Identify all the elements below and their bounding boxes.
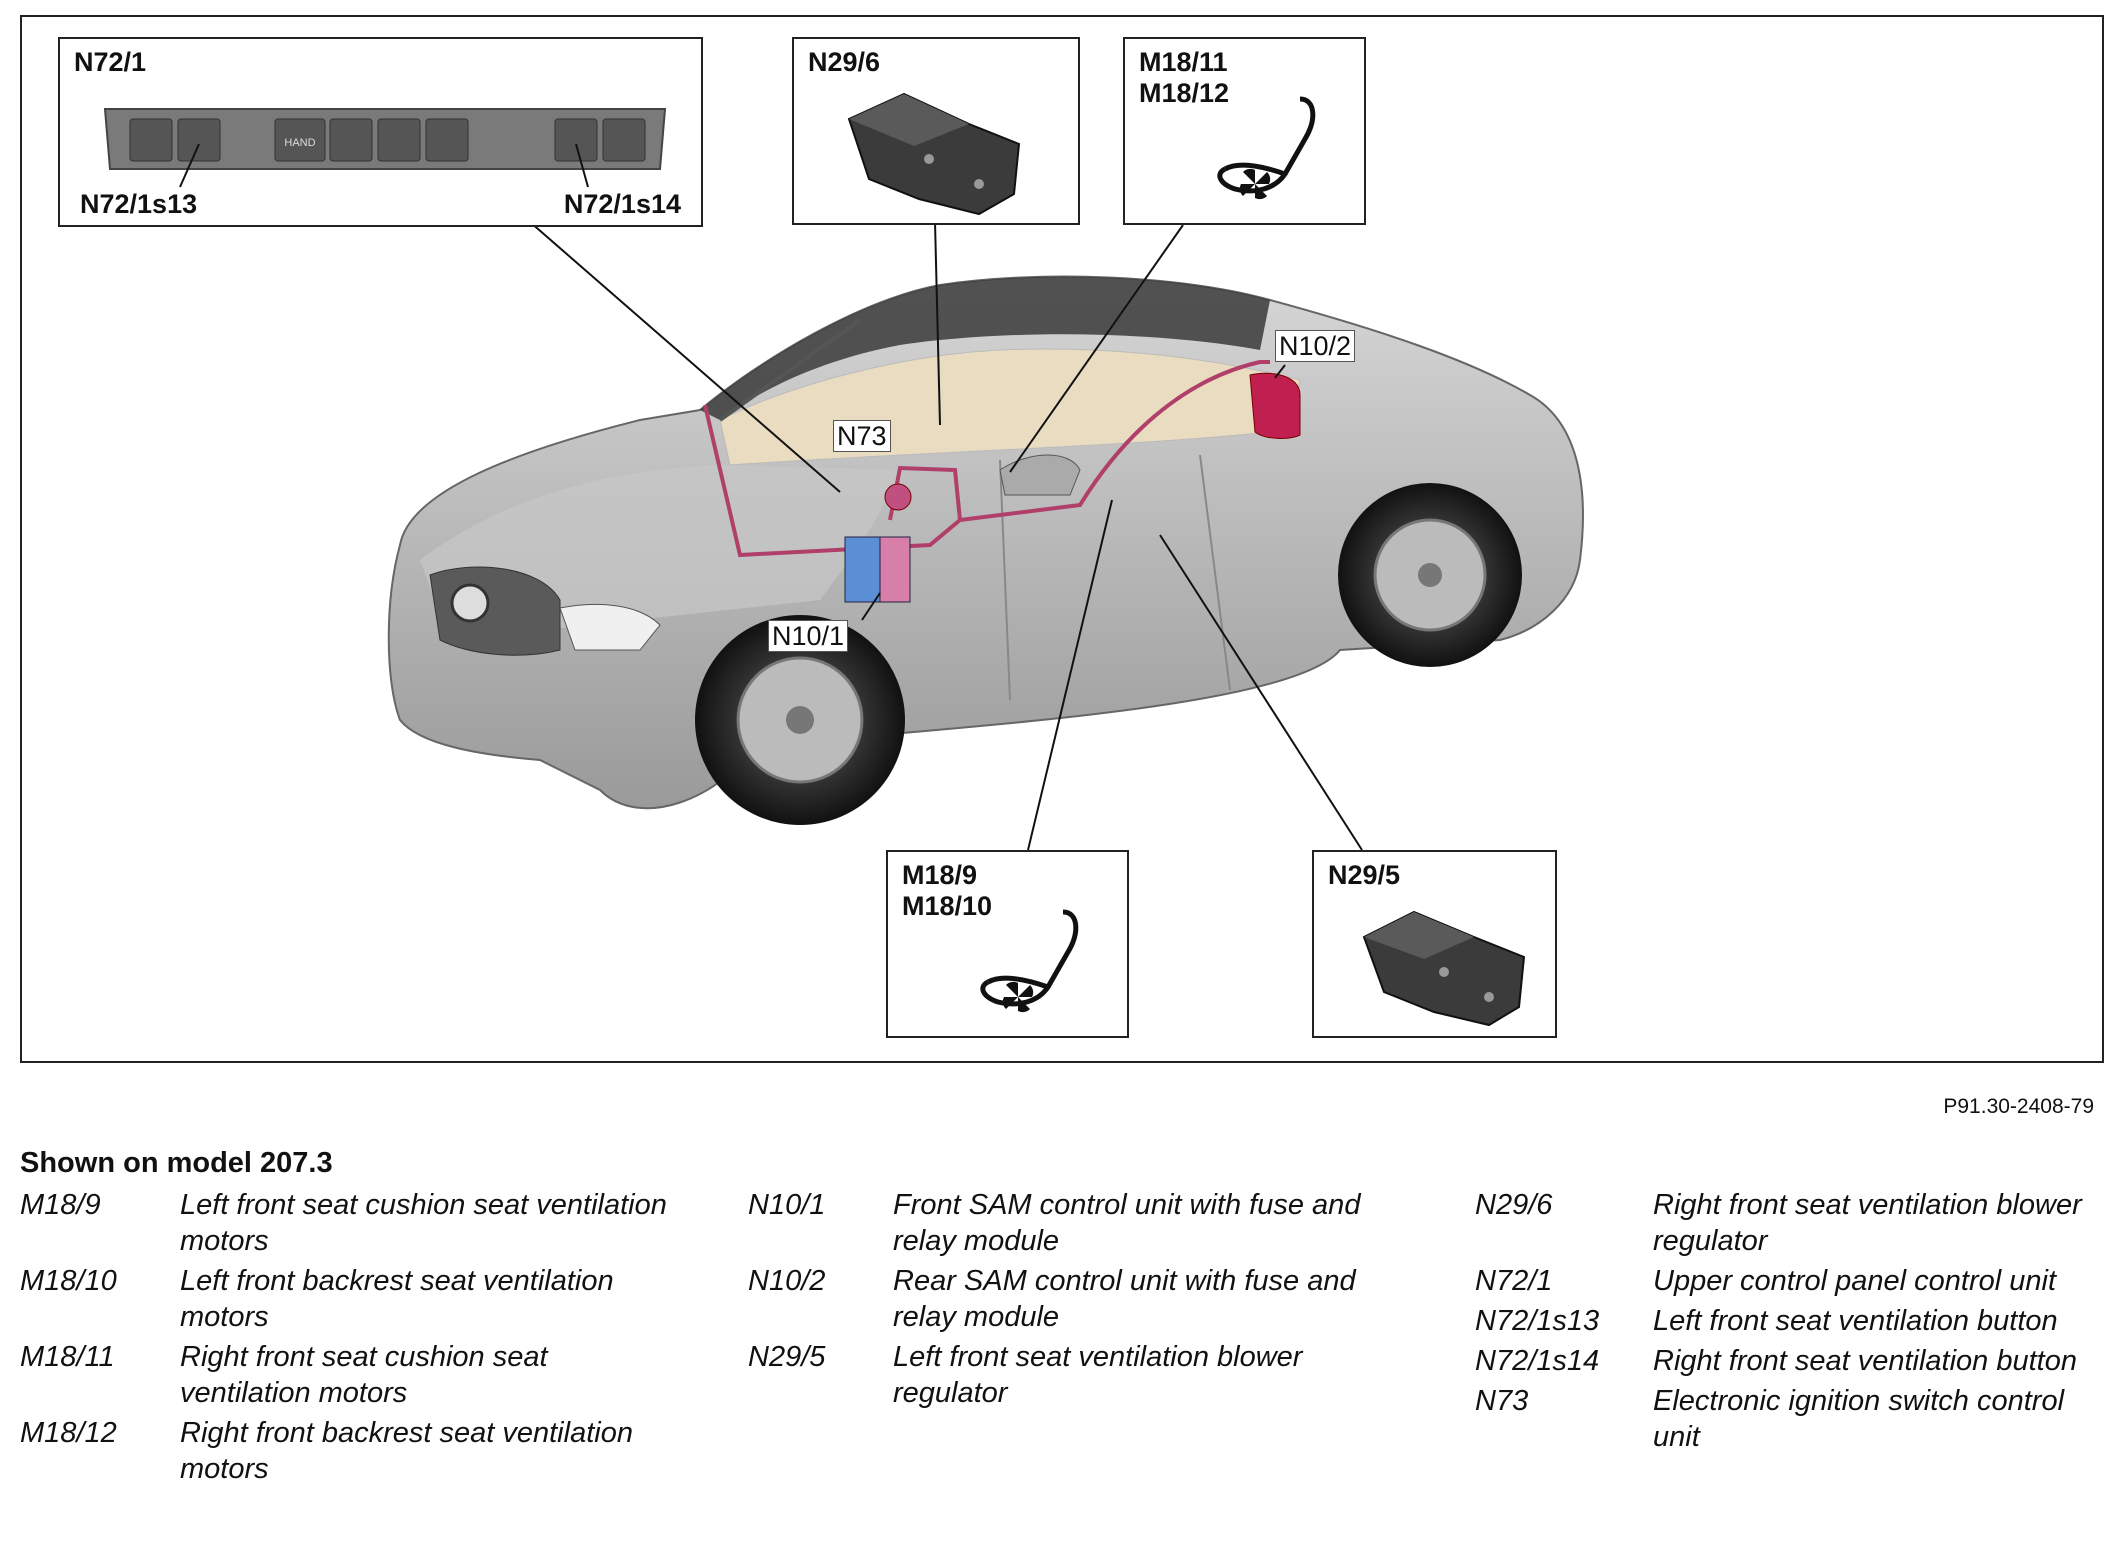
callout-n72-1-title: N72/1 — [74, 47, 147, 77]
callout-m18-11-12: M18/11 M18/12 — [1123, 37, 1366, 225]
blower-regulator-right-image — [847, 92, 1021, 216]
legend-code: M18/11 — [20, 1341, 115, 1373]
label-n10-2: N10/2 — [1275, 330, 1356, 362]
legend-row: N72/1s13 Left front seat ventilation butt… — [1475, 1303, 2115, 1339]
legend-description: Left front seat cushion seat ventilation… — [180, 1189, 667, 1257]
legend-row: M18/10 Left front backrest seat ventilati… — [20, 1263, 680, 1335]
legend-row: M18/9 Left front seat cushion seat ventil… — [20, 1187, 680, 1259]
legend-description: Electronic ignition switch control unit — [1653, 1385, 2065, 1453]
legend-code: N10/2 — [748, 1265, 826, 1297]
callout-n72-1s13-label: N72/1s13 — [80, 189, 198, 219]
legend-row: N10/2 Rear SAM control unit with fuse and… — [748, 1263, 1368, 1335]
callout-n29-6-title: N29/6 — [808, 47, 881, 77]
control-panel-image: HAND — [103, 108, 667, 188]
legend-description: Right front seat ventilation blower regu… — [1653, 1189, 2082, 1257]
legend-code: N72/1s14 — [1475, 1345, 1600, 1377]
legend-row: N29/5 Left front seat ventilation blower … — [748, 1339, 1368, 1411]
legend-code: M18/10 — [20, 1265, 117, 1297]
callout-n29-6: N29/6 — [792, 37, 1080, 225]
legend-code: N72/1s13 — [1475, 1305, 1600, 1337]
legend-row: N29/6 Right front seat ventilation blower… — [1475, 1187, 2115, 1259]
blower-regulator-left-image — [1362, 910, 1526, 1027]
legend-description: Left front backrest seat ventilation mot… — [180, 1265, 614, 1333]
label-n73: N73 — [833, 420, 891, 452]
callout-n72-1: N72/1 HAND N72/1s13 N72/1s14 — [58, 37, 703, 227]
callout-m18-9-10-title: M18/9 M18/10 — [902, 860, 993, 921]
panel-button-label: HAND — [284, 137, 315, 149]
legend-row: M18/11 Right front seat cushion seat vent… — [20, 1339, 680, 1411]
legend-description: Right front backrest seat ventilation mo… — [180, 1417, 633, 1485]
legend-description: Upper control panel control unit — [1653, 1265, 2057, 1297]
callout-n72-1s14-label: N72/1s14 — [563, 189, 681, 219]
callout-n29-5-title: N29/5 — [1328, 860, 1401, 890]
model-caption: Shown on model 207.3 — [20, 1147, 333, 1179]
legend-description: Left front seat ventilation button — [1653, 1305, 2058, 1337]
legend-description: Front SAM control unit with fuse and rel… — [893, 1189, 1361, 1257]
legend-column-1: M18/9 Left front seat cushion seat ventil… — [20, 1187, 680, 1491]
legend-row: M18/12 Right front backrest seat ventilat… — [20, 1415, 680, 1487]
legend-description: Right front seat ventilation button — [1653, 1345, 2077, 1377]
seat-fan-icon-left — [980, 909, 1079, 1013]
ignition-switch-module — [884, 483, 912, 511]
legend-row: N10/1 Front SAM control unit with fuse an… — [748, 1187, 1368, 1259]
legend-description: Left front seat ventilation blower regul… — [893, 1341, 1303, 1409]
legend-column-2: N10/1 Front SAM control unit with fuse an… — [748, 1187, 1368, 1415]
legend-description: Rear SAM control unit with fuse and rela… — [893, 1265, 1356, 1333]
callout-m18-9-10: M18/9 M18/10 — [886, 850, 1129, 1038]
legend-code: N73 — [1475, 1385, 1529, 1417]
figure-reference: P91.30-2408-79 — [1943, 1095, 2094, 1118]
legend-row: N72/1 Upper control panel control unit — [1475, 1263, 2115, 1299]
legend-column-3: N29/6 Right front seat ventilation blower… — [1475, 1187, 2115, 1459]
legend-code: N29/6 — [1475, 1189, 1553, 1221]
rear-sam-module — [1249, 372, 1301, 439]
legend-code: N29/5 — [748, 1341, 826, 1373]
legend-code: M18/9 — [20, 1189, 101, 1221]
callout-m18-11-12-title: M18/11 M18/12 — [1139, 47, 1230, 108]
legend-code: N72/1 — [1475, 1265, 1553, 1297]
legend-description: Right front seat cushion seat ventilatio… — [180, 1341, 548, 1409]
label-n10-1: N10/1 — [768, 620, 849, 652]
legend-code: M18/12 — [20, 1417, 117, 1449]
legend-row: N73 Electronic ignition switch control un… — [1475, 1383, 2115, 1455]
legend-code: N10/1 — [748, 1189, 826, 1221]
legend-row: N72/1s14 Right front seat ventilation but… — [1475, 1343, 2115, 1379]
callout-n29-5: N29/5 — [1312, 850, 1557, 1038]
seat-fan-icon-right — [1217, 96, 1316, 200]
